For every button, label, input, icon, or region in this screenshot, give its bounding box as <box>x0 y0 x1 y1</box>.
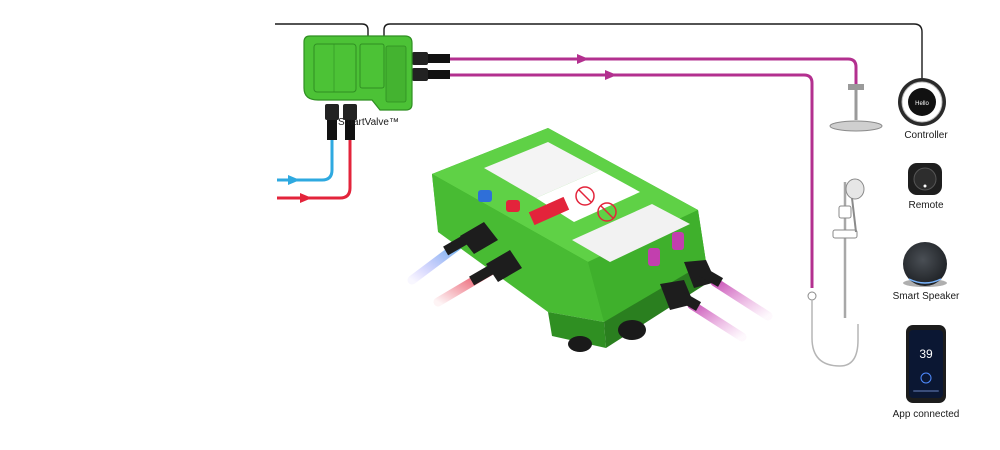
app-connected-label: App connected <box>892 409 960 420</box>
flow-arrow-handset <box>605 70 617 80</box>
phone-temperature: 39 <box>919 347 933 361</box>
outlet-connectors <box>412 52 450 81</box>
smartvalve-label: SmartValve™ <box>338 117 399 128</box>
smart-speaker-label: Smart Speaker <box>892 291 960 302</box>
controller-screen-text: Hello <box>915 101 929 107</box>
outlet-stream-1 <box>710 277 773 321</box>
overhead-shower-icon <box>829 84 883 132</box>
phone-app-icon: 39 <box>906 325 946 403</box>
flow-arrow-hot <box>300 193 312 203</box>
controller-icon: Hello <box>898 78 946 126</box>
shower-handset-icon <box>807 178 865 367</box>
outlet-pipe-handset <box>450 70 814 288</box>
controller-label: Controller <box>904 130 948 141</box>
flow-arrow-cold <box>288 175 300 185</box>
smartvalve-icon <box>303 35 413 111</box>
smartvalve-3d-illustration <box>407 128 773 352</box>
outlet-pipe-overhead <box>450 54 858 84</box>
cold-inlet-pipe <box>277 140 334 185</box>
inlet-connectors <box>325 104 357 140</box>
flow-arrow-overhead <box>577 54 589 64</box>
outlet-stream-2 <box>687 300 747 342</box>
remote-label: Remote <box>908 200 944 211</box>
cable-power <box>275 23 369 40</box>
hot-inlet-pipe <box>277 140 352 203</box>
remote-icon <box>908 163 942 195</box>
smart-speaker-icon <box>903 242 947 287</box>
cable-controller <box>383 23 923 78</box>
